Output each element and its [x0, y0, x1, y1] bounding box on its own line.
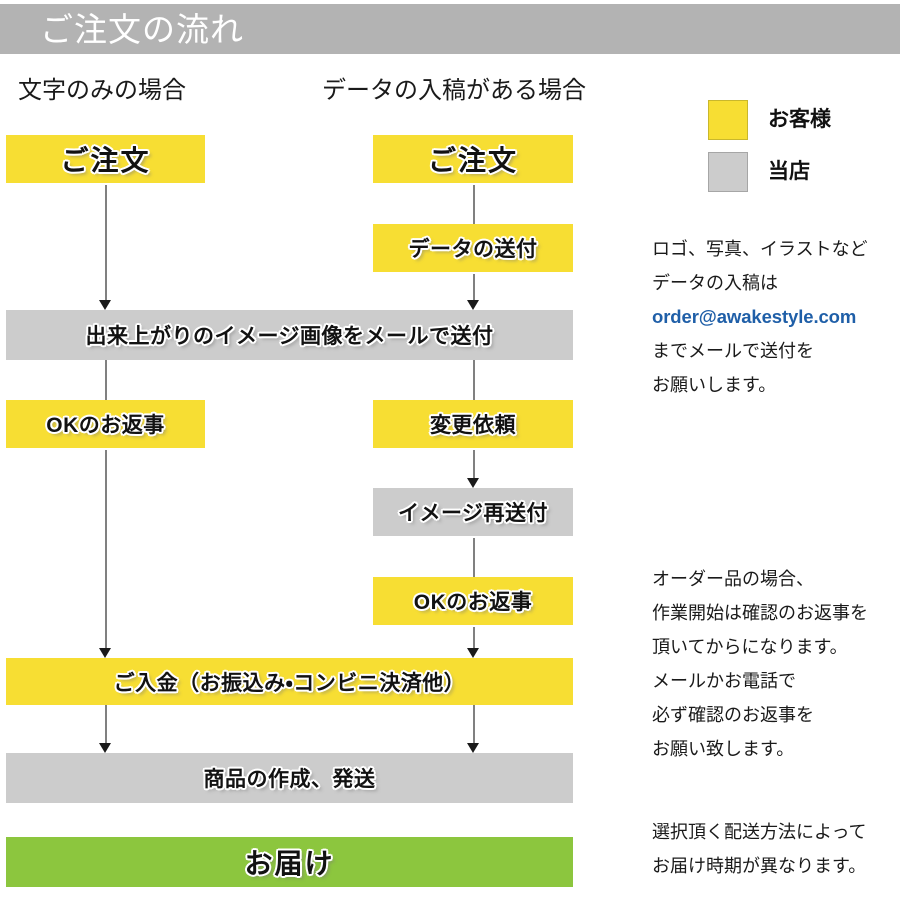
note-line: お願いします。	[652, 375, 777, 395]
arrow-head	[99, 743, 111, 753]
note-line: 頂いてからになります。	[652, 637, 848, 657]
arrow-shaft	[473, 274, 475, 301]
arrow-right-ok-to-payment	[467, 627, 480, 658]
flow-box-shared-production: 商品の作成、発送	[6, 753, 573, 803]
flow-box-label: お届け	[244, 848, 335, 879]
connector-right-order-to-data	[467, 185, 480, 224]
arrow-left-payment-to-production	[99, 705, 112, 753]
note-line: までメールで送付を	[652, 341, 814, 361]
flow-box-right-resend-image: イメージ再送付	[373, 488, 573, 536]
flow-box-label: イメージ再送付	[397, 502, 549, 525]
connector-right-resend-to-ok	[467, 538, 480, 577]
flow-box-label: ご注文	[60, 145, 151, 176]
flow-box-label: ご入金（お振込み・コンビニ決済他）	[113, 671, 466, 695]
note-line: お願い致します。	[652, 739, 795, 759]
legend-label-shop: 当店	[768, 160, 810, 183]
flow-box-left-ok-reply: OKのお返事	[6, 400, 205, 448]
arrow-shaft	[473, 627, 475, 649]
connector-right-image-to-change	[467, 360, 480, 400]
arrow-shaft	[473, 450, 475, 479]
column-caption-text-only: 文字のみの場合	[18, 77, 186, 104]
arrow-shaft	[105, 360, 107, 400]
flow-box-right-ok-reply: OKのお返事	[373, 577, 573, 625]
arrow-shaft	[105, 450, 107, 649]
flow-box-right-send-data: データの送付	[373, 224, 573, 272]
note-line: データの入稿は	[652, 273, 778, 293]
arrow-shaft	[105, 705, 107, 744]
connector-left-image-to-ok	[99, 360, 112, 400]
page-title: ご注文の流れ	[40, 11, 244, 48]
arrow-shaft	[473, 705, 475, 744]
legend-gray-swatch	[708, 152, 748, 192]
legend-label-customer: お客様	[768, 108, 831, 131]
arrow-right-data-to-image	[467, 274, 480, 310]
arrow-head	[467, 478, 479, 488]
flow-box-shared-image-mail: 出来上がりのイメージ画像をメールで送付	[6, 310, 573, 360]
flow-box-label: ご注文	[427, 145, 518, 176]
flow-box-right-change-request: 変更依頼	[373, 400, 573, 448]
flow-box-label: 商品の作成、発送	[203, 768, 376, 791]
note-line: メールかお電話で	[652, 671, 796, 691]
arrow-right-change-to-resend	[467, 450, 480, 488]
arrow-shaft	[473, 360, 475, 400]
legend-yellow-swatch	[708, 100, 748, 140]
note-line: 選択頂く配送方法によって	[652, 822, 867, 842]
arrow-head	[99, 300, 111, 310]
flow-box-label: 変更依頼	[430, 414, 516, 437]
flow-box-label: データの送付	[408, 238, 538, 261]
note-line: ロゴ、写真、イラストなど	[652, 239, 868, 259]
flow-box-label: OKのお返事	[413, 591, 533, 614]
arrow-head	[467, 300, 479, 310]
flow-box-label: 出来上がりのイメージ画像をメールで送付	[85, 325, 494, 348]
column-caption-with-data: データの入稿がある場合	[322, 77, 586, 104]
arrow-shaft	[473, 185, 475, 224]
note-line: オーダー品の場合、	[652, 569, 814, 589]
arrow-left-order-to-image	[99, 185, 112, 310]
note-order-confirmation: オーダー品の場合、 作業開始は確認のお返事を 頂いてからになります。 メールかお…	[652, 562, 900, 766]
note-shipping: 選択頂く配送方法によって お届け時期が異なります。	[652, 815, 900, 883]
flow-box-shared-delivery: お届け	[6, 837, 573, 887]
flow-box-right-order: ご注文	[373, 135, 573, 183]
page-header-bar: ご注文の流れ	[0, 4, 900, 54]
arrow-right-payment-to-production	[467, 705, 480, 753]
flow-box-left-order: ご注文	[6, 135, 205, 183]
flow-box-shared-payment: ご入金（お振込み・コンビニ決済他）	[6, 658, 573, 705]
arrow-head	[467, 743, 479, 753]
flow-box-label: OKのお返事	[46, 414, 165, 437]
arrow-head	[467, 648, 479, 658]
note-line: お届け時期が異なります。	[652, 856, 867, 876]
arrow-head	[99, 648, 111, 658]
note-line: 作業開始は確認のお返事を	[652, 603, 868, 623]
arrow-shaft	[473, 538, 475, 577]
note-line: 必ず確認のお返事を	[652, 705, 814, 725]
note-data-submission: ロゴ、写真、イラストなど データの入稿は order@awakestyle.co…	[652, 232, 900, 402]
arrow-shaft	[105, 185, 107, 301]
email-link[interactable]: order@awakestyle.com	[652, 306, 857, 327]
arrow-left-ok-to-payment	[99, 450, 112, 658]
